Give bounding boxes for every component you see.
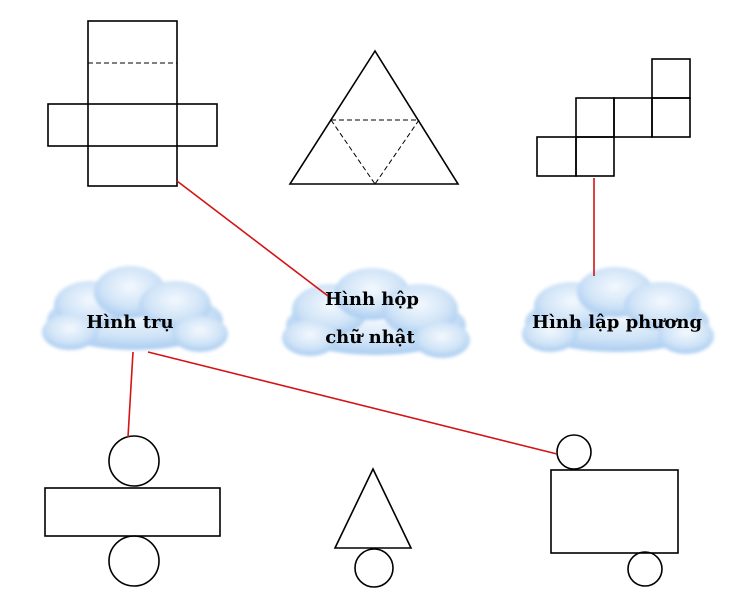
connector-cylinder-left xyxy=(127,351,134,438)
tetrahedron-net xyxy=(288,49,460,185)
connector-cylinder-right xyxy=(147,351,558,455)
cloud-cuboid-label-line1: Hình hộp xyxy=(325,289,419,310)
cloud-cuboid-label-line2: chữ nhật xyxy=(325,327,415,348)
cloud-cuboid: Hình hộp chữ nhật xyxy=(282,268,470,358)
cube-net xyxy=(536,58,691,177)
connectors xyxy=(127,178,595,455)
cone-net xyxy=(333,467,413,588)
connector-cuboid xyxy=(176,180,329,297)
cloud-cylinder-label: Hình trụ xyxy=(86,312,173,333)
distractor-net xyxy=(550,434,679,587)
cuboid-net xyxy=(47,20,218,187)
cloud-cube-label: Hình lập phương xyxy=(532,312,702,333)
cloud-cube: Hình lập phương xyxy=(522,267,714,354)
cylinder-net xyxy=(44,435,221,587)
cloud-cylinder: Hình trụ xyxy=(42,266,228,352)
